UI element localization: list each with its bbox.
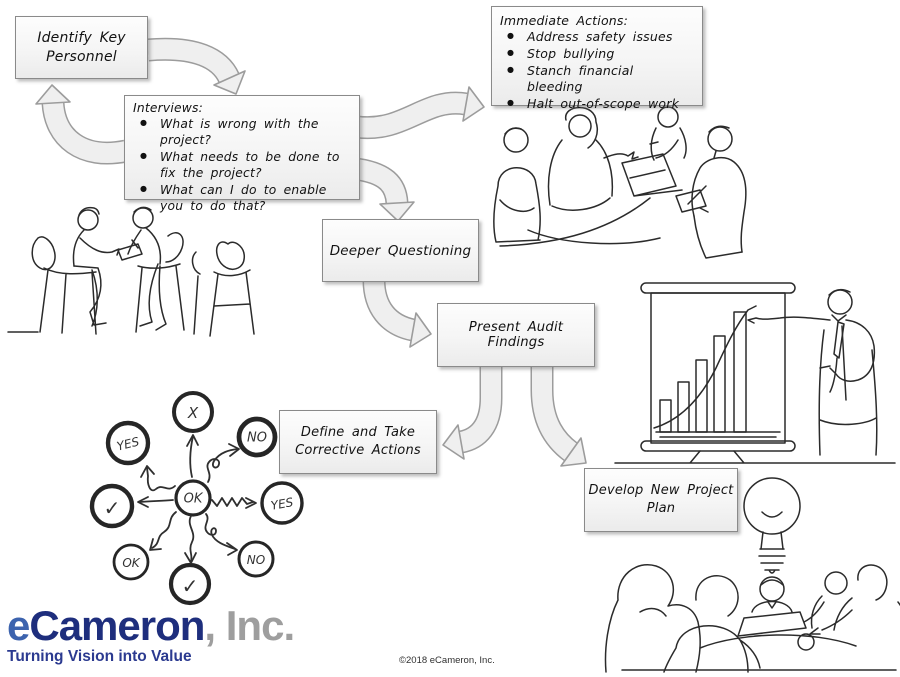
doodle-label-x: X: [187, 404, 199, 422]
presentation-scene-illustration: [614, 282, 896, 464]
node-label: Define and Take Corrective Actions: [295, 424, 421, 458]
node-label: Present Audit Findings: [468, 320, 564, 350]
doodle-circle-check-left: [89, 483, 135, 529]
node-identify-key-personnel: Identify Key Personnel: [15, 16, 148, 79]
doodle-circle-no-topright: [236, 416, 278, 458]
node-deeper-questioning: Deeper Questioning: [322, 219, 479, 282]
logo-tagline: Turning Vision into Value: [7, 648, 192, 665]
interview-scene-illustration: [7, 206, 255, 337]
bullet-text: What needs to be done to fix the project…: [160, 149, 340, 181]
doodle-circle-yes-right: [260, 481, 304, 525]
arrow-interviews-to-deeper-questioning: [354, 157, 415, 222]
doodle-circle-x: [172, 391, 214, 433]
doodle-label-check-bottom: ✓: [182, 574, 199, 598]
arrow-deeper-to-present: [362, 279, 432, 348]
node-present-audit-findings: Present Audit Findings: [437, 303, 595, 367]
arrow-interviews-to-immediate-actions: [355, 86, 485, 140]
doodle-arrows: [137, 434, 257, 564]
doodle-label-yes-right: YES: [270, 495, 295, 513]
arrow-present-to-develop: [530, 366, 587, 467]
doodle-label-no-bottomright: NO: [247, 553, 265, 567]
bullet-text: Stanch financial bleeding: [527, 62, 634, 95]
bullet-item: What is wrong with the project?: [133, 116, 353, 149]
node-label: Identify Key Personnel: [37, 29, 126, 65]
doodle-label-yes-topleft: YES: [115, 434, 141, 453]
company-logo: eCameron, Inc. Turning Vision into Value: [7, 602, 295, 666]
copyright-notice: ©2018 eCameron, Inc.: [399, 655, 495, 666]
sketch-bar-chart: [653, 305, 781, 438]
bullet-text: Address safety issues: [527, 29, 673, 44]
brainstorm-scene-illustration: [604, 477, 900, 673]
doodle-circle-ok-bottomleft: [112, 543, 150, 581]
bullet-item: What needs to be done to fix the project…: [133, 149, 353, 182]
doodle-circle-check-bottom: [168, 562, 212, 606]
doodle-label-ok-bottomleft: OK: [122, 556, 140, 570]
bullet-text: What can I do to enable you to do that?: [160, 182, 327, 214]
team-meeting-scene-illustration: [493, 106, 747, 259]
logo-e: e: [7, 602, 30, 649]
doodle-label-no-topright: NO: [247, 431, 267, 446]
node-title: Interviews:: [133, 101, 203, 115]
node-define-corrective-actions: Define and Take Corrective Actions: [279, 410, 437, 474]
node-label: Deeper Questioning: [329, 242, 472, 259]
bullet-item: Halt out-of-scope work: [500, 96, 696, 113]
arrow-identify-to-interviews: [147, 37, 246, 95]
arrow-present-to-define: [442, 366, 503, 460]
node-title: Immediate Actions:: [500, 13, 629, 28]
doodle-label-check-left: ✓: [104, 496, 121, 520]
node-label: Develop New Project Plan: [588, 482, 734, 516]
bullet-item: Stop bullying: [500, 46, 696, 63]
doodle-label-ok-center: OK: [184, 492, 204, 507]
bullet-list: What is wrong with the project? What nee…: [133, 116, 353, 215]
doodle-circle-yes-topleft: [105, 420, 151, 466]
logo-cameron: Cameron: [29, 602, 205, 649]
arrow-interviews-to-identify: [35, 84, 129, 165]
bullet-text: Stop bullying: [527, 45, 615, 61]
bullet-item: Address safety issues: [500, 29, 696, 46]
doodle-circle-ok-center: [174, 479, 212, 517]
bullet-text: Halt out-of-scope work: [527, 96, 680, 111]
node-interviews: Interviews: What is wrong with the proje…: [124, 95, 360, 213]
bullet-text: What is wrong with the project?: [160, 117, 319, 148]
logo-suffix: , Inc.: [204, 602, 295, 649]
doodle-circle-no-bottomright: [237, 540, 275, 578]
logo-wordmark: eCameron, Inc.: [7, 602, 295, 649]
decision-doodle: X YES NO ✓ OK YES OK ✓ NO: [89, 391, 304, 606]
lightbulb-icon: [743, 477, 801, 574]
bullet-list: Address safety issues Stop bullying Stan…: [500, 29, 696, 113]
flow-arrows: [35, 37, 587, 467]
bullet-item: Stanch financial bleeding: [500, 63, 696, 97]
node-develop-new-project-plan: Develop New Project Plan: [584, 468, 738, 532]
bullet-item: What can I do to enable you to do that?: [133, 182, 353, 215]
node-immediate-actions: Immediate Actions: Address safety issues…: [491, 6, 703, 111]
